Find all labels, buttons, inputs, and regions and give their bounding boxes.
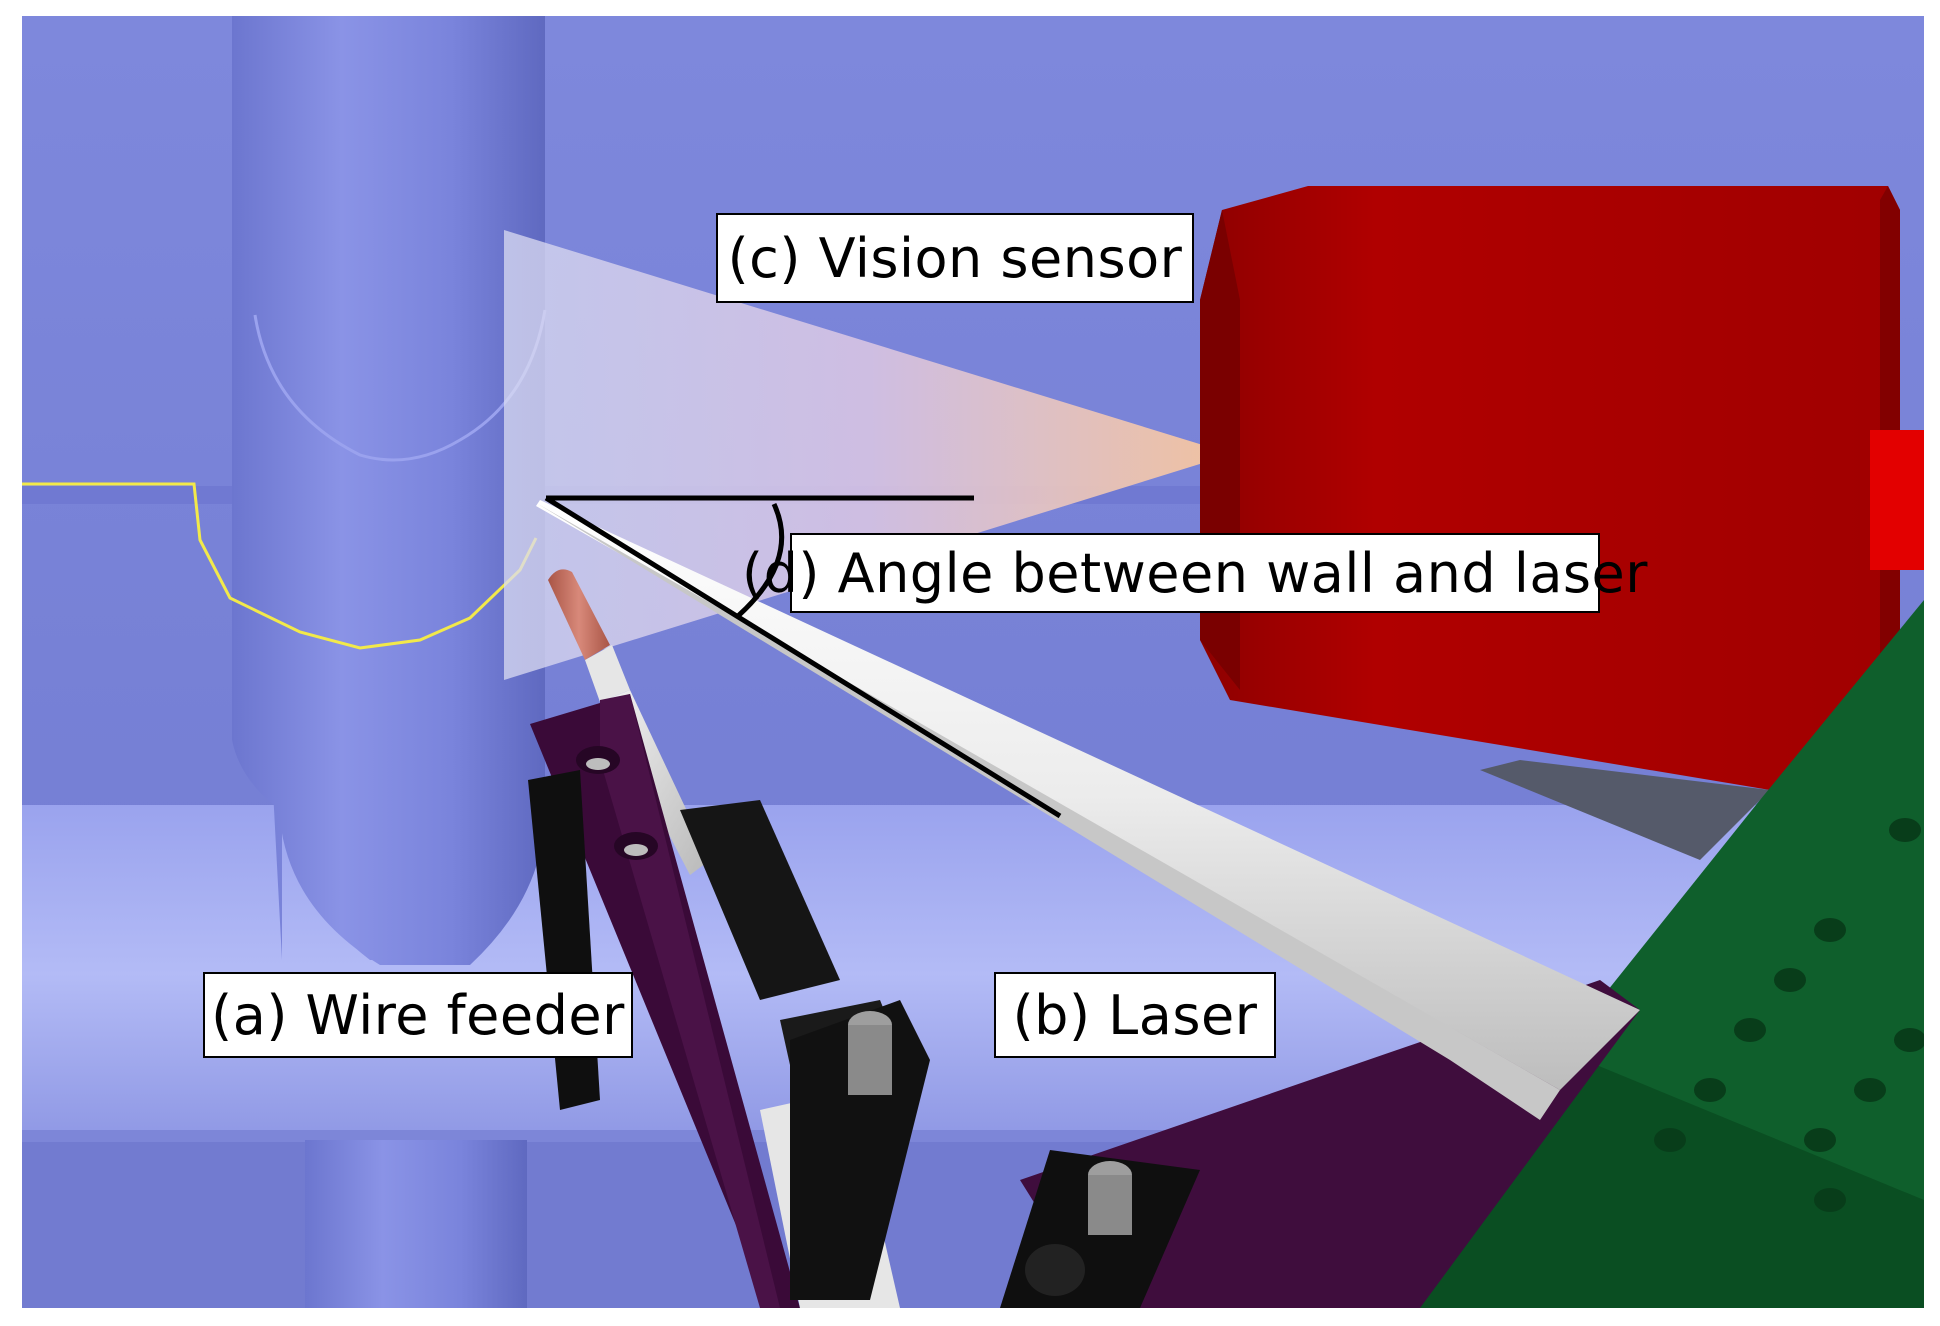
pipe-body	[232, 16, 545, 965]
pipe-lower	[305, 1140, 527, 1308]
laser-label: (b) Laser	[994, 972, 1276, 1058]
weld-path	[22, 482, 538, 650]
wire-feeder-label: (a) Wire feeder	[203, 972, 633, 1058]
vision-sensor-label: (c) Vision sensor	[716, 213, 1194, 303]
angle-indicator	[544, 495, 1062, 819]
wire-feeder-arm	[530, 694, 800, 1308]
mount-block	[528, 770, 1200, 1308]
laser-beam	[536, 500, 1640, 1090]
angle-label: (d) Angle between wall and laser	[742, 533, 1647, 613]
vision-sensor-fov	[504, 230, 1232, 680]
